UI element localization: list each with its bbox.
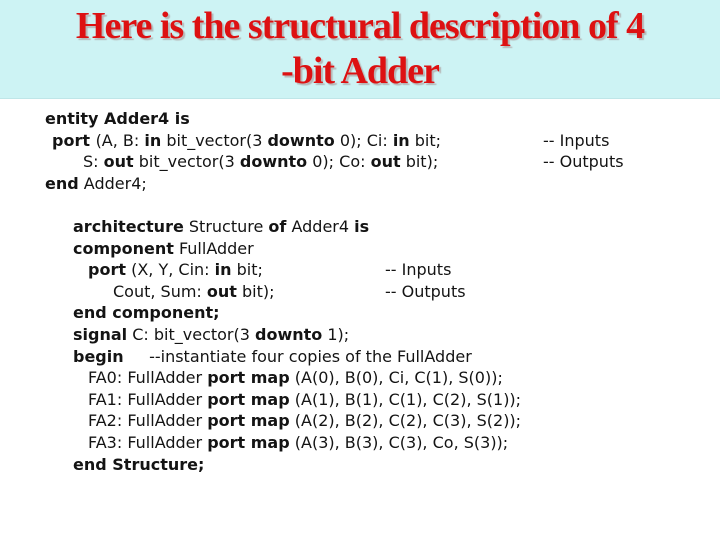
code-text: (A(0), B(0), Ci, C(1), S(0)); [289, 368, 503, 388]
code-text: out [370, 152, 401, 172]
code-text: port map [207, 432, 290, 452]
code-comment: -- Inputs [385, 260, 452, 280]
code-text: of [268, 216, 287, 236]
code-text: (A(3), B(3), C(3), Co, S(3)); [289, 432, 509, 452]
code-text: out [103, 152, 134, 172]
code-text: FullAdder [173, 238, 254, 258]
code-text: (A, B: [95, 130, 145, 150]
code-line-fa1: FA1: FullAdder port map (A(1), B(1), C(1… [45, 389, 705, 411]
code-line-component-port: port (X, Y, Cin: in bit; -- Inputs [45, 259, 705, 281]
code-line-component-outputs: Cout, Sum: out bit); -- Outputs [45, 281, 705, 303]
slide-title-band: Here is the structural description of 4 … [0, 0, 720, 99]
code-text: 0); Co: [307, 152, 371, 172]
code-text: end component; [73, 303, 220, 323]
code-line-end-entity: end Adder4; [45, 173, 705, 195]
code-line-entity-port: port (A, B: in bit_vector(3 downto 0); C… [45, 130, 705, 152]
code-text: (X, Y, Cin: [125, 260, 215, 280]
code-text: port map [207, 389, 290, 409]
code-text: downto [255, 324, 323, 344]
code-line-entity-outputs: S: out bit_vector(3 downto 0); Co: out b… [45, 151, 705, 173]
code-line-begin: begin --instantiate four copies of the F… [45, 346, 705, 368]
code-text: end Structure; [73, 454, 205, 474]
code-text: FA2: FullAdder [88, 411, 208, 431]
code-line-fa0: FA0: FullAdder port map (A(0), B(0), Ci,… [45, 367, 705, 389]
code-text: Structure [183, 216, 269, 236]
code-text: entity Adder4 is [45, 109, 190, 128]
code-text: bit_vector(3 [161, 130, 268, 150]
code-text: is [354, 216, 370, 236]
code-text: (A(1), B(1), C(1), C(2), S(1)); [289, 389, 522, 409]
code-text: C: bit_vector(3 [127, 324, 256, 344]
code-text: bit; [409, 130, 442, 150]
code-text: bit); [236, 281, 275, 301]
code-text: port map [207, 411, 290, 431]
code-text: bit_vector(3 [133, 152, 240, 172]
code-line-end-component: end component; [45, 302, 705, 324]
code-comment: -- Inputs [543, 130, 610, 150]
code-line-blank [45, 194, 705, 216]
slide-title-line-1: Here is the structural description of 4 [75, 5, 645, 47]
code-line-fa3: FA3: FullAdder port map (A(3), B(3), C(3… [45, 432, 705, 454]
code-text: out [206, 281, 237, 301]
code-text: in [214, 260, 232, 280]
code-comment: -- Outputs [543, 152, 624, 172]
code-text: in [144, 130, 162, 150]
vhdl-code-block: entity Adder4 is port (A, B: in bit_vect… [45, 108, 705, 475]
code-line-architecture: architecture Structure of Adder4 is [45, 216, 705, 238]
code-text: signal [73, 324, 128, 344]
code-text: (A(2), B(2), C(2), C(3), S(2)); [289, 411, 522, 431]
code-text: --instantiate four copies of the FullAdd… [123, 346, 472, 366]
code-text: begin [73, 346, 124, 366]
code-text: Adder4 [286, 216, 355, 236]
code-text: downto [239, 152, 308, 172]
code-text: bit); [400, 152, 439, 172]
code-text: port [52, 130, 96, 150]
code-line-end-structure: end Structure; [45, 454, 705, 476]
code-text: end [45, 173, 79, 193]
code-text: port map [207, 368, 290, 388]
code-text: FA0: FullAdder [88, 368, 208, 388]
code-text: port [88, 260, 126, 280]
code-text: S: [83, 152, 104, 172]
code-text: Cout, Sum: [113, 281, 207, 301]
code-text: FA1: FullAdder [88, 389, 208, 409]
code-line-fa2: FA2: FullAdder port map (A(2), B(2), C(2… [45, 410, 705, 432]
code-text: 0); Ci: [334, 130, 393, 150]
code-text: component [73, 238, 174, 258]
code-text: 1); [322, 324, 350, 344]
code-comment: -- Outputs [385, 281, 466, 301]
code-line-signal: signal C: bit_vector(3 downto 1); [45, 324, 705, 346]
code-text: Adder4; [78, 173, 147, 193]
code-text: bit; [231, 260, 263, 280]
code-text: downto [267, 130, 335, 150]
code-line-entity: entity Adder4 is [45, 108, 705, 130]
code-text: architecture [73, 216, 184, 236]
code-line-component: component FullAdder [45, 238, 705, 260]
slide-title-line-2: -bit Adder [281, 50, 440, 92]
code-text: FA3: FullAdder [88, 432, 208, 452]
code-text: in [392, 130, 410, 150]
